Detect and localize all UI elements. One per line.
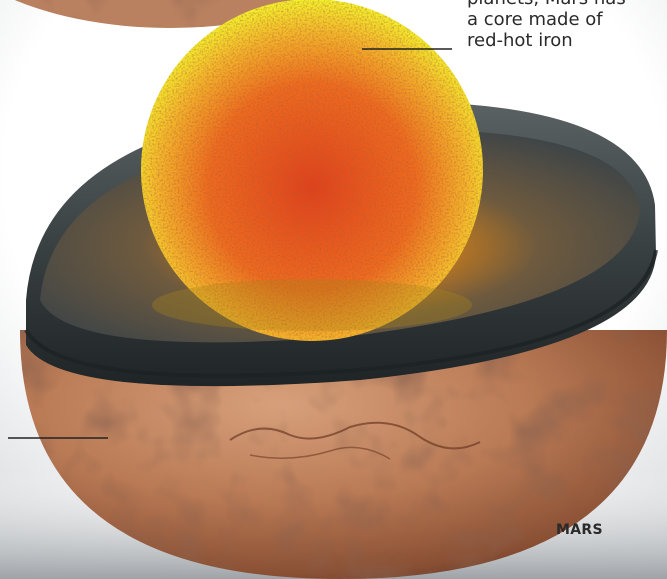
- planet-label: MARS: [556, 522, 603, 538]
- caption-line-3: red-hot iron: [467, 30, 573, 51]
- caption-line-1: planets, Mars has: [467, 0, 667, 9]
- mars-core: [141, 0, 483, 341]
- caption-line-2: a core made of: [467, 9, 603, 30]
- core-caption: planets, Mars has a core made of red-hot…: [467, 0, 667, 51]
